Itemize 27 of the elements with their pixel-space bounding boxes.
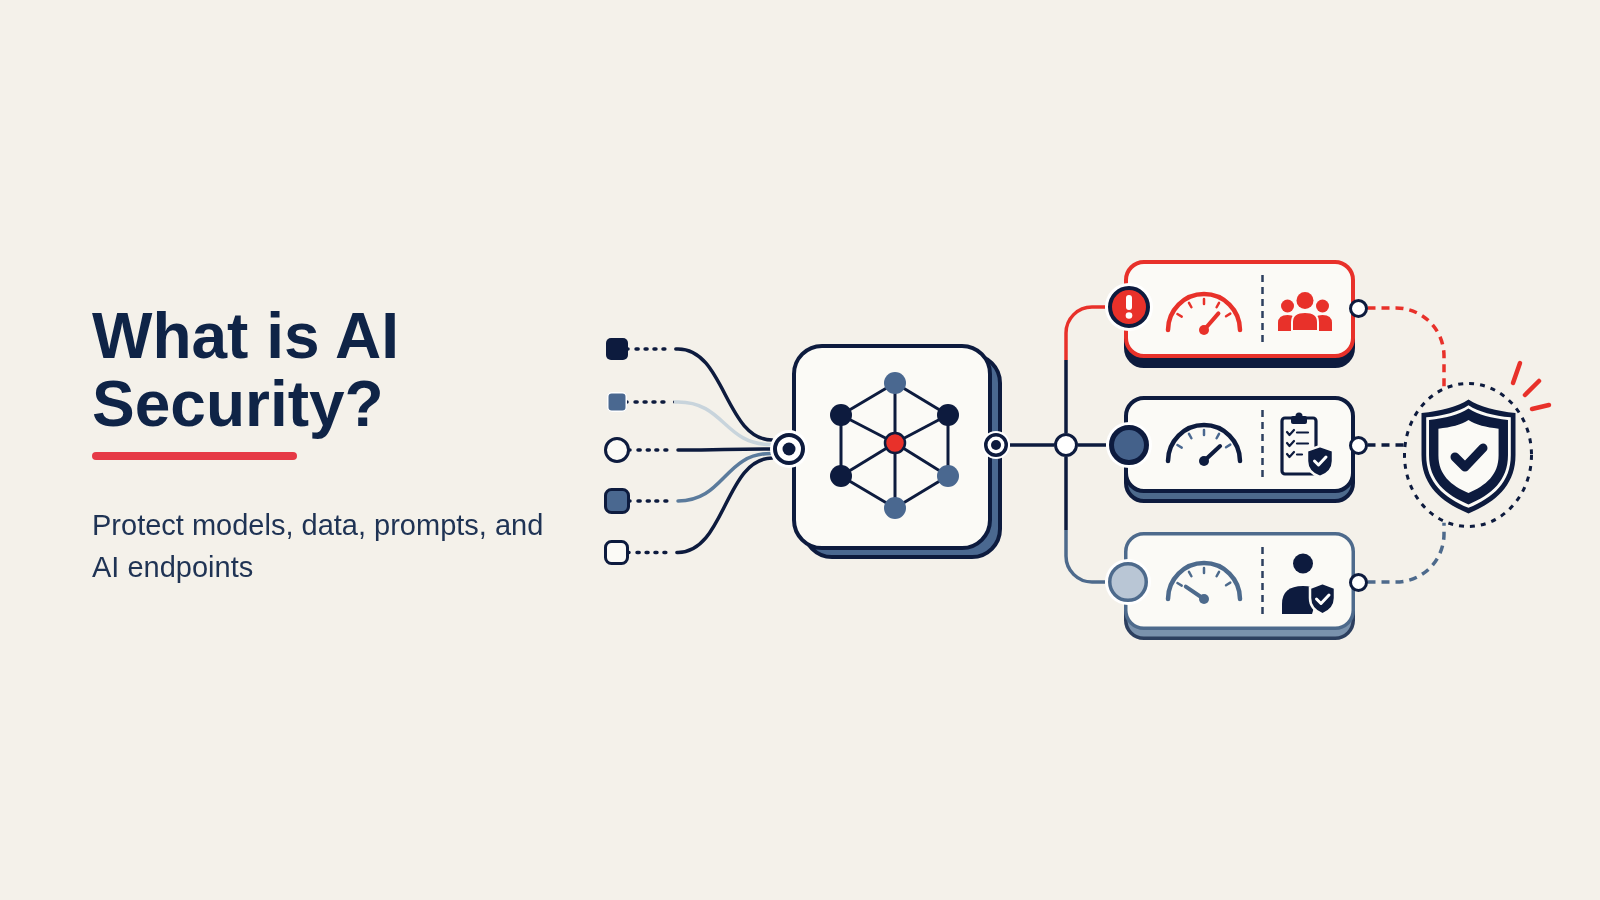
- dashed-connector: [1367, 443, 1404, 447]
- output-port: [982, 431, 1010, 459]
- dashed-connector: [628, 447, 772, 452]
- connector-line: [1010, 443, 1054, 447]
- connector-line: [1064, 305, 1105, 433]
- status-card: [1124, 260, 1355, 368]
- input-circle: [604, 437, 630, 463]
- hub-card: [792, 344, 1002, 559]
- status-card: [1124, 396, 1355, 503]
- junction-node: [1054, 433, 1078, 457]
- subtitle-text: Protect models, data, prompts, and AI endpoints: [92, 508, 545, 585]
- dashed-ring: [1403, 382, 1533, 528]
- dashed-connector: [1367, 306, 1446, 388]
- input-square: [606, 338, 628, 360]
- status-card: [1124, 532, 1355, 640]
- dashed-connector: [1367, 522, 1446, 584]
- output-port: [1348, 572, 1368, 592]
- connector-line: [1078, 443, 1106, 447]
- input-square: [604, 488, 630, 514]
- output-port: [1348, 435, 1368, 455]
- dashed-connector: [627, 456, 774, 555]
- input-square: [604, 540, 629, 565]
- title-heading: What is AI Security?: [92, 302, 400, 438]
- input-square: [607, 392, 627, 412]
- connector-line: [1064, 457, 1105, 584]
- dashed-connector: [628, 451, 773, 503]
- output-port: [1348, 298, 1368, 318]
